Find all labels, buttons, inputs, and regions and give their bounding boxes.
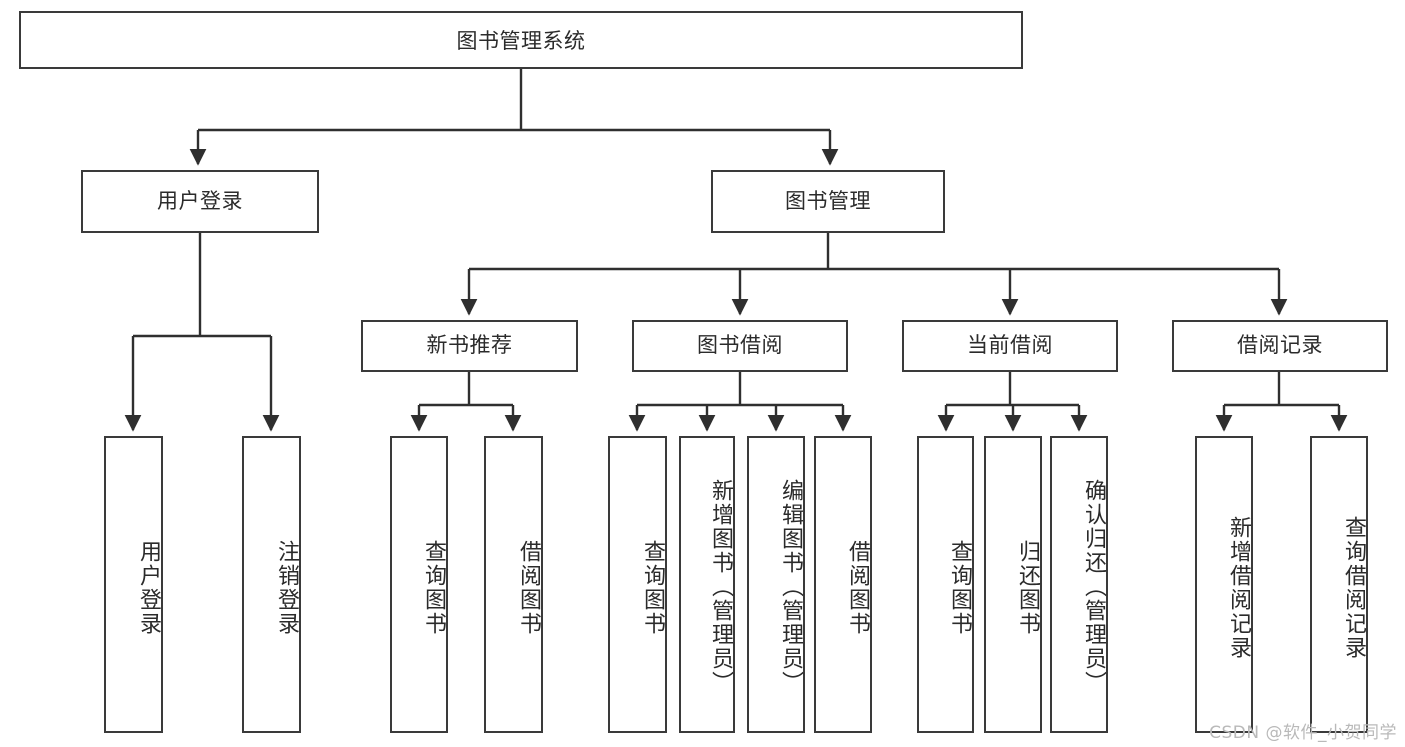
leaf-borrow-book[interactable]: 借阅图书 bbox=[814, 436, 872, 733]
leaf-logout-login[interactable]: 注销登录 bbox=[242, 436, 301, 733]
node-book-manage[interactable]: 图书管理 bbox=[711, 170, 945, 233]
leaf-return-book[interactable]: 归还图书 bbox=[984, 436, 1042, 733]
csdn-watermark: CSDN @软件_小贺同学 bbox=[1209, 723, 1397, 743]
node-new-book-recommend[interactable]: 新书推荐 bbox=[361, 320, 578, 372]
leaf-add-book-admin[interactable]: 新增图书（管理员） bbox=[679, 436, 735, 733]
leaf-query-book-current[interactable]: 查询图书 bbox=[917, 436, 974, 733]
leaf-query-book-borrow[interactable]: 查询图书 bbox=[608, 436, 667, 733]
node-root[interactable]: 图书管理系统 bbox=[19, 11, 1023, 69]
leaf-query-book-recommend[interactable]: 查询图书 bbox=[390, 436, 448, 733]
node-user-login[interactable]: 用户登录 bbox=[81, 170, 319, 233]
node-book-borrow[interactable]: 图书借阅 bbox=[632, 320, 848, 372]
leaf-user-login[interactable]: 用户登录 bbox=[104, 436, 163, 733]
leaf-add-borrow-record[interactable]: 新增借阅记录 bbox=[1195, 436, 1253, 733]
leaf-query-borrow-record[interactable]: 查询借阅记录 bbox=[1310, 436, 1368, 733]
leaf-borrow-book-recommend[interactable]: 借阅图书 bbox=[484, 436, 543, 733]
node-current-borrow[interactable]: 当前借阅 bbox=[902, 320, 1118, 372]
node-borrow-record[interactable]: 借阅记录 bbox=[1172, 320, 1388, 372]
leaf-confirm-return-admin[interactable]: 确认归还（管理员） bbox=[1050, 436, 1108, 733]
leaf-edit-book-admin[interactable]: 编辑图书（管理员） bbox=[747, 436, 805, 733]
